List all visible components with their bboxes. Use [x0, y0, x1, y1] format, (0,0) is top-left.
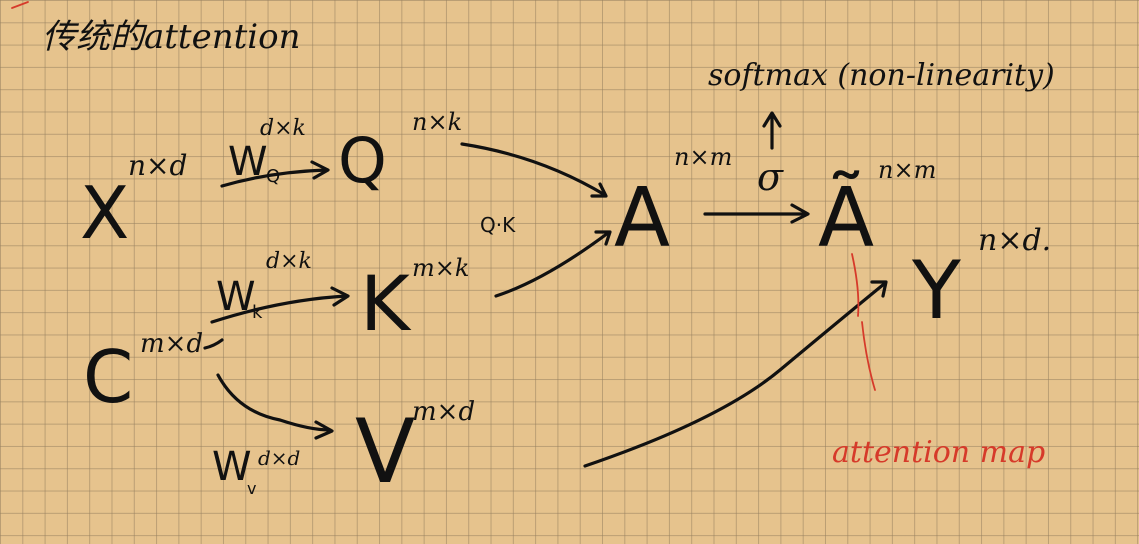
diagram-title: 传统的attention: [42, 17, 301, 57]
dim-a: n×m: [674, 143, 732, 171]
symbol-wk: W: [216, 274, 256, 320]
arrow-wk-head: [330, 286, 350, 307]
arrow-up-head: [762, 111, 782, 128]
arrow-v-y: [583, 282, 886, 468]
symbol-a-tilde: Ã: [818, 171, 874, 266]
arrow-wq: [220, 168, 328, 188]
arrow-wv-head: [314, 420, 334, 440]
symbol-sigma: σ: [757, 155, 784, 199]
sub-wv: v: [247, 479, 256, 498]
qk-label: Q·K: [480, 213, 516, 237]
symbol-y: Y: [911, 244, 962, 337]
dim-v: m×d: [412, 397, 475, 427]
dim-wq: d×k: [260, 116, 306, 141]
symbol-q: Q: [338, 124, 387, 197]
dim-wv: d×d: [258, 446, 300, 470]
symbol-c: C: [83, 335, 133, 419]
dim-x: n×d: [128, 149, 187, 182]
sub-wk: k: [252, 302, 263, 323]
dim-k: m×k: [412, 254, 469, 282]
arrow-k-a-head: [594, 230, 612, 246]
symbol-v: V: [355, 400, 415, 503]
dim-wk: d×k: [266, 249, 312, 274]
attention-map-note: attention map: [832, 435, 1045, 470]
arrow-wk: [210, 294, 348, 324]
arrow-q-a: [460, 142, 607, 197]
softmax-note: softmax (non-linearity): [708, 58, 1055, 93]
arrows: [203, 111, 888, 468]
arrow-k-a: [494, 231, 610, 298]
dim-q: n×k: [412, 108, 462, 136]
symbol-x: X: [80, 171, 129, 255]
sub-wq: Q: [266, 166, 280, 187]
c-branch: [203, 338, 224, 350]
attention-map-pointer: [11, 1, 876, 391]
symbol-k: K: [360, 259, 412, 348]
arrow-sigma-head: [790, 203, 810, 224]
arrow-q-a-head: [590, 182, 608, 198]
arrow-v-y-head: [870, 280, 888, 298]
dim-c: m×d: [140, 329, 203, 359]
symbol-wv: W: [212, 444, 252, 490]
arrow-wq-head: [310, 160, 330, 180]
dim-a-tilde: n×m: [878, 156, 936, 184]
symbol-a: A: [614, 171, 670, 266]
arrow-wv: [216, 373, 332, 432]
dim-y: n×d.: [978, 223, 1051, 258]
